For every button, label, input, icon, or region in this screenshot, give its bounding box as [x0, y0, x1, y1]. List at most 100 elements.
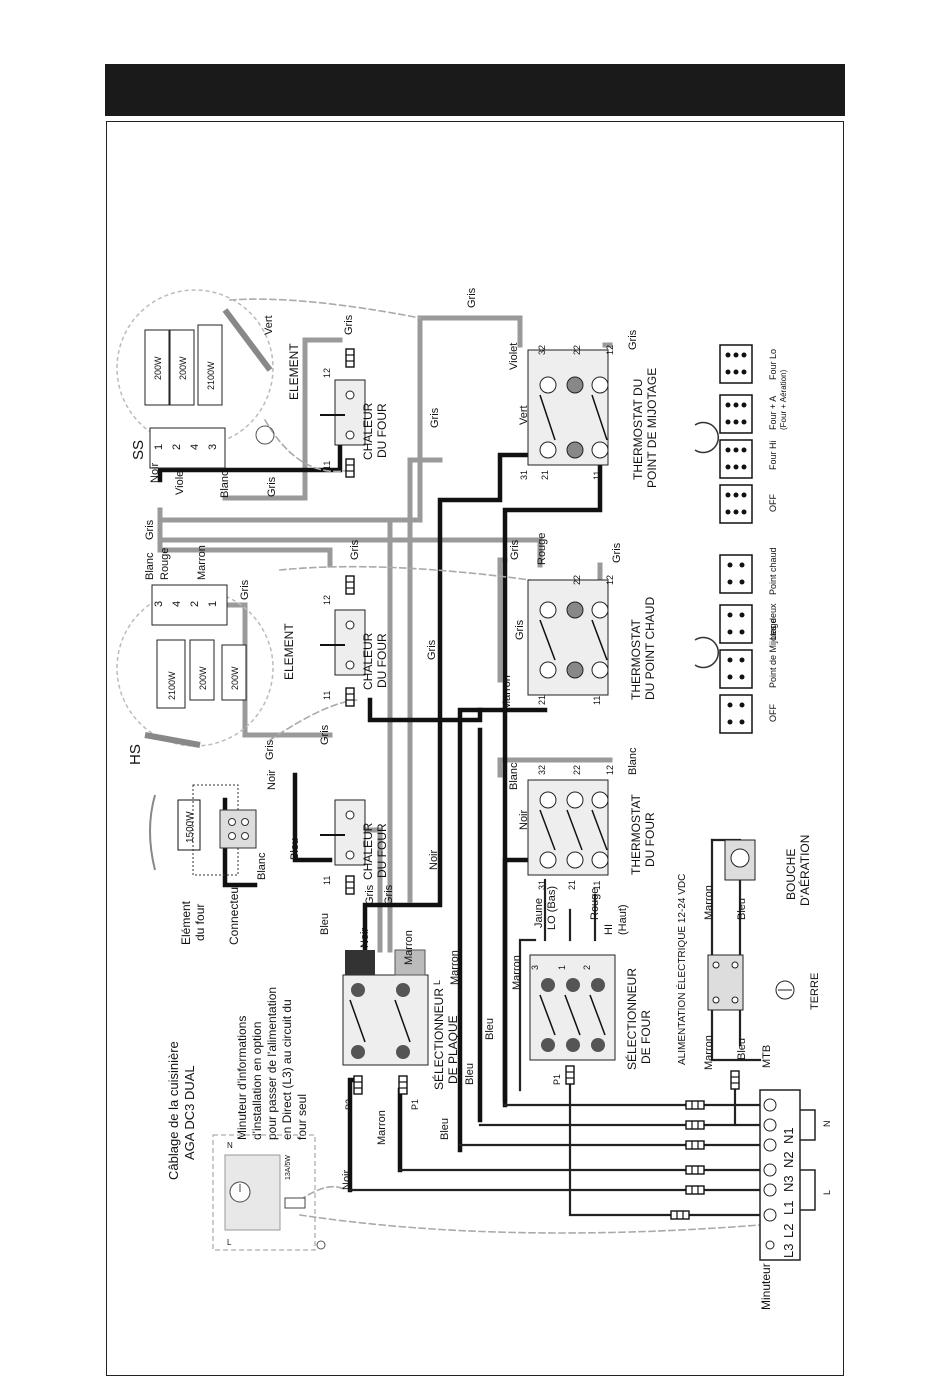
supply-label: ALIMENTATION ÉLECTRIQUE 12-24 VDC — [675, 874, 688, 1065]
svg-text:Bleu: Bleu — [484, 1018, 496, 1040]
svg-text:Gris: Gris — [364, 884, 376, 905]
svg-text:CHALEUR: CHALEUR — [361, 822, 375, 880]
svg-text:11: 11 — [592, 696, 602, 705]
svg-text:DE PLAQUE: DE PLAQUE — [446, 1015, 460, 1084]
svg-text:N: N — [822, 1121, 832, 1128]
svg-text:Gris: Gris — [611, 542, 623, 563]
svg-text:Noir: Noir — [359, 927, 371, 948]
svg-text:Elément: Elément — [179, 900, 193, 945]
svg-text:CHALEUR: CHALEUR — [361, 632, 375, 690]
svg-text:Gris: Gris — [239, 579, 251, 600]
svg-text:Four + A: Four + A — [768, 396, 778, 430]
svg-text:LO (Bas): LO (Bas) — [546, 886, 558, 930]
title-line-2: AGA DC3 DUAL — [182, 1065, 197, 1160]
svg-text:4: 4 — [171, 601, 183, 607]
svg-text:CHALEUR: CHALEUR — [361, 402, 375, 460]
svg-text:D'AÉRATION: D'AÉRATION — [797, 835, 812, 906]
svg-text:200W: 200W — [230, 666, 240, 690]
svg-text:Gris: Gris — [264, 739, 276, 760]
svg-text:12: 12 — [605, 765, 615, 775]
svg-text:THERMOSTAT: THERMOSTAT — [629, 793, 643, 875]
svg-text:12: 12 — [322, 368, 332, 378]
svg-text:DU FOUR: DU FOUR — [375, 823, 389, 878]
title-block: Câblage de la cuisinière AGA DC3 DUAL — [166, 1041, 197, 1180]
wires — [157, 298, 762, 1234]
svg-text:Marron: Marron — [511, 955, 523, 990]
svg-text:MTB: MTB — [761, 1045, 773, 1068]
svg-text:L1: L1 — [781, 1201, 796, 1215]
svg-text:Blanc: Blanc — [144, 552, 156, 580]
svg-text:Blanc: Blanc — [627, 747, 639, 775]
svg-text:Noir: Noir — [149, 462, 161, 483]
svg-text:Gris: Gris — [426, 639, 438, 660]
svg-text:THERMOSTAT DU: THERMOSTAT DU — [631, 379, 645, 480]
thermostat-simmer: 21 22 31 32 11 12 THERMOSTAT DU POINT DE… — [519, 345, 659, 488]
svg-text:Bleu: Bleu — [319, 913, 331, 935]
svg-text:HI: HI — [603, 924, 615, 935]
oven-element-power: 1500W — [185, 811, 196, 843]
svg-text:Vert: Vert — [518, 405, 530, 425]
svg-text:Blanc: Blanc — [256, 852, 268, 880]
terminal-block: L3 L2 L1 N3 N2 N1 Minuteur L N — [759, 1089, 832, 1310]
svg-text:Vert: Vert — [263, 315, 275, 335]
svg-text:Four Hi: Four Hi — [768, 440, 778, 470]
legend-hot-spot: OFF Point de Mijotage Les deux Point cha… — [694, 547, 778, 734]
svg-text:2: 2 — [189, 601, 201, 607]
svg-text:3: 3 — [530, 965, 540, 970]
svg-text:Four Lo: Four Lo — [768, 349, 778, 380]
oven-selector: 3 1 2 P1 SÉLECTIONNEUR DE FOUR — [529, 954, 653, 1085]
svg-text:Gris: Gris — [266, 476, 278, 497]
svg-text:4: 4 — [189, 444, 201, 450]
svg-text:P2: P2 — [344, 1099, 354, 1110]
svg-text:Violet: Violet — [174, 468, 186, 495]
svg-text:ELEMENT: ELEMENT — [287, 343, 301, 400]
svg-text:four seul: four seul — [295, 1094, 309, 1140]
optional-timer-module: N L 13A/5W — [212, 1134, 326, 1251]
svg-text:N1: N1 — [781, 1127, 796, 1144]
svg-text:Point de Mijotage: Point de Mijotage — [768, 618, 778, 688]
svg-text:2100W: 2100W — [167, 671, 177, 700]
svg-text:Gris: Gris — [343, 314, 355, 335]
svg-text:BOUCHE: BOUCHE — [784, 849, 798, 900]
svg-text:12: 12 — [322, 595, 332, 605]
svg-text:1: 1 — [207, 601, 219, 607]
svg-text:Les deux: Les deux — [768, 603, 778, 640]
svg-text:13A/5W: 13A/5W — [285, 1155, 292, 1180]
timer-note: Minuteur d'informations d'installation e… — [235, 987, 309, 1140]
svg-text:en Direct (L3) au circuit du: en Direct (L3) au circuit du — [280, 999, 294, 1140]
oven-wire-labels: Jaune LO (Bas) Rouge HI (Haut) — [533, 886, 629, 935]
svg-text:Gris: Gris — [429, 407, 441, 428]
svg-text:Bleu: Bleu — [439, 1118, 451, 1140]
svg-text:N: N — [227, 1141, 233, 1150]
svg-text:Minuteur d'informations: Minuteur d'informations — [235, 1016, 249, 1140]
svg-text:Bleu: Bleu — [289, 838, 301, 860]
legend-simmer: OFF Four Hi Four + A (Four + Aération) F… — [694, 344, 788, 524]
svg-text:Violet: Violet — [508, 343, 520, 370]
svg-text:DE FOUR: DE FOUR — [639, 1010, 653, 1064]
svg-text:L2: L2 — [781, 1224, 796, 1238]
svg-text:2100W: 2100W — [206, 361, 216, 390]
svg-text:1: 1 — [153, 444, 165, 450]
svg-text:12: 12 — [605, 345, 615, 355]
svg-text:12: 12 — [605, 575, 615, 585]
svg-text:DU POINT CHAUD: DU POINT CHAUD — [643, 597, 657, 700]
hs-label: HS — [127, 744, 144, 765]
svg-text:11: 11 — [322, 461, 332, 470]
svg-text:Gris: Gris — [466, 287, 478, 308]
svg-text:Marron: Marron — [196, 545, 208, 580]
svg-text:Rouge: Rouge — [159, 548, 171, 580]
svg-text:Marron: Marron — [403, 930, 415, 965]
svg-text:32: 32 — [537, 345, 547, 355]
svg-text:2: 2 — [582, 965, 592, 970]
svg-text:Bleu: Bleu — [464, 1063, 476, 1085]
hs-element: 2100W 200W 200W 3 4 2 1 HS ELEMENT — [116, 584, 296, 765]
title-line-1: Câblage de la cuisinière — [166, 1041, 181, 1180]
svg-text:N3: N3 — [781, 1175, 796, 1192]
svg-text:Rouge: Rouge — [589, 888, 601, 920]
svg-text:3: 3 — [207, 444, 219, 450]
diagram-frame — [106, 121, 844, 1376]
svg-text:1: 1 — [557, 965, 567, 970]
terminal-connectors — [670, 1100, 705, 1220]
svg-text:DU FOUR: DU FOUR — [375, 633, 389, 688]
